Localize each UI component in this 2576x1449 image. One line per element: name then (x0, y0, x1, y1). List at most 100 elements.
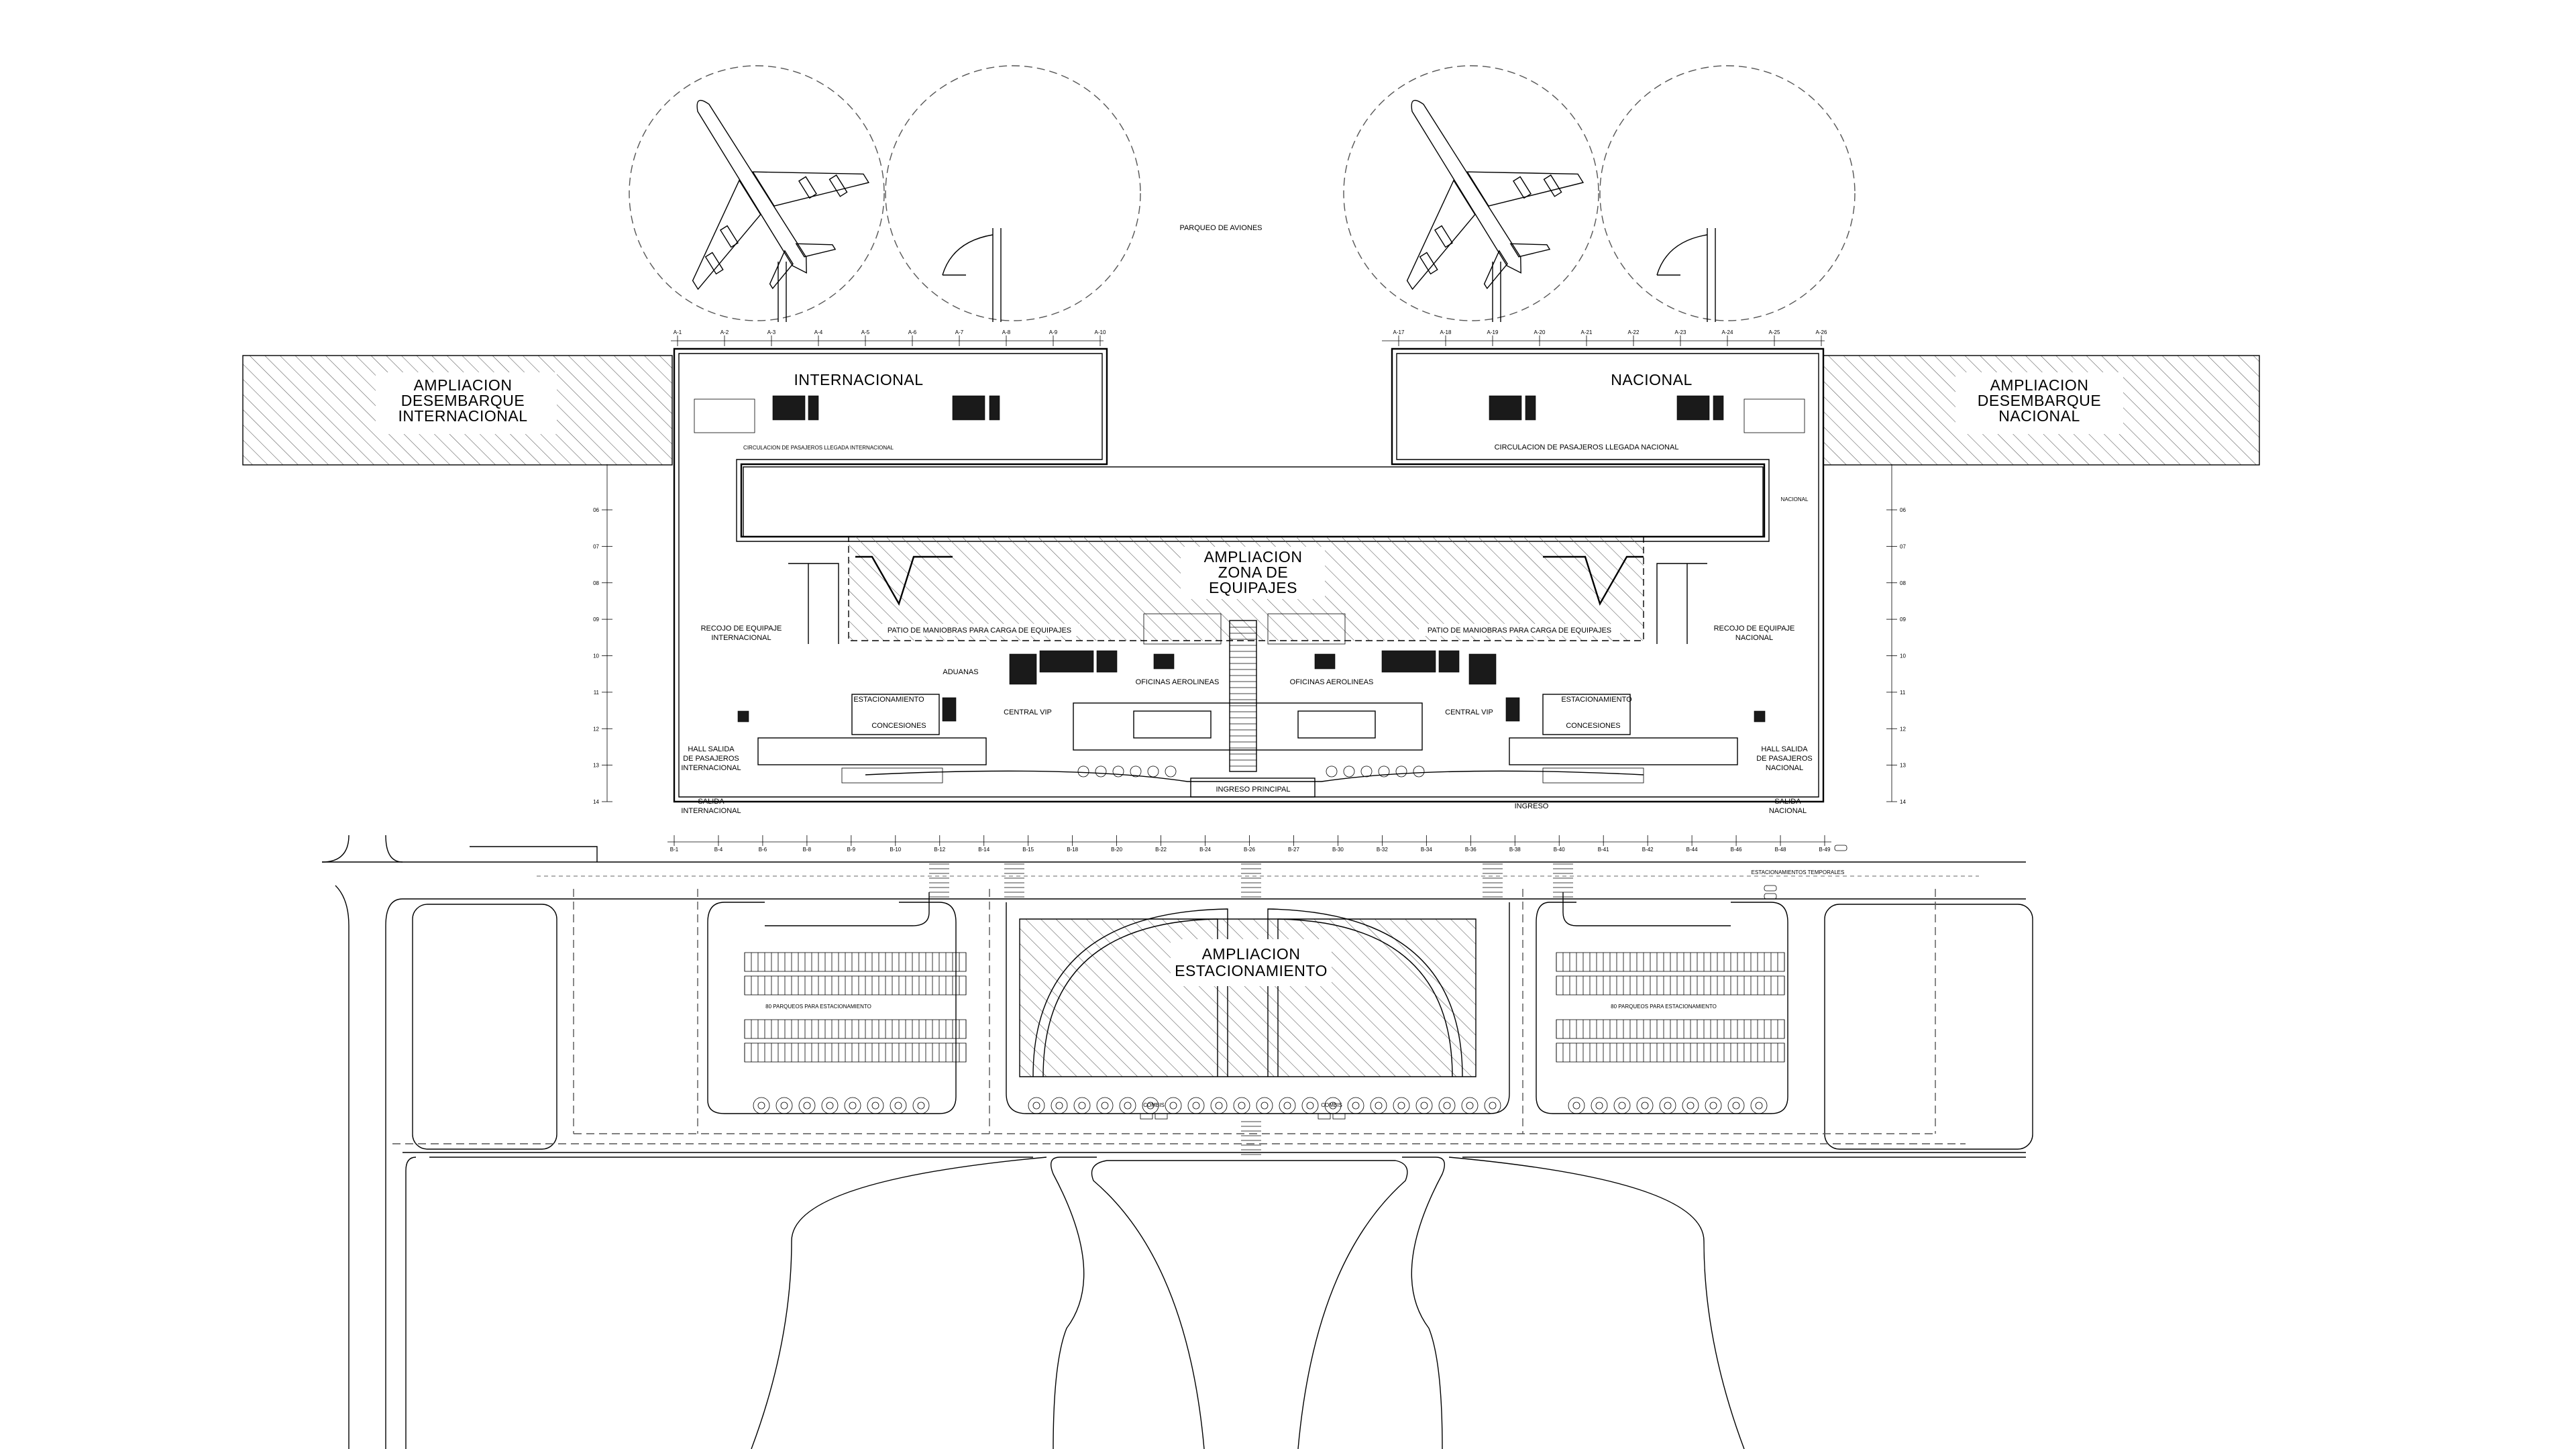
grid-label: B-44 (1686, 847, 1698, 853)
tree-icon (1727, 1097, 1745, 1114)
grid-label: 08 (593, 580, 599, 586)
hall-label: DE PASAJEROS (683, 755, 739, 763)
grid-label: A-7 (955, 329, 964, 335)
tree-icon (1682, 1097, 1699, 1114)
tree-icon (1461, 1097, 1479, 1114)
column (1077, 765, 1089, 777)
tree-icon (1613, 1097, 1631, 1114)
estacionamiento-label: ESTACIONAMIENTO (1561, 696, 1632, 704)
expansion-label: DESEMBARQUE (1978, 392, 2101, 409)
grid-label: B-34 (1421, 847, 1432, 853)
hall-label: NACIONAL (1766, 764, 1803, 772)
grid-label: B-1 (670, 847, 679, 853)
tree-icon (1393, 1097, 1410, 1114)
grid-label: A-23 (1675, 329, 1686, 335)
grid-label: 11 (1900, 690, 1906, 696)
expansion-label: ESTACIONAMIENTO (1175, 962, 1328, 979)
grid-label: 14 (593, 799, 599, 805)
grid-label: B-38 (1509, 847, 1521, 853)
column (1112, 765, 1124, 777)
tree-icon (1119, 1097, 1136, 1114)
expansion-label: EQUIPAJES (1209, 579, 1297, 596)
grid-label: B-9 (847, 847, 856, 853)
grid-label: B-18 (1067, 847, 1078, 853)
patio-label: PATIO DE MANIOBRAS PARA CARGA DE EQUIPAJ… (1428, 627, 1611, 635)
hall-label: DE PASAJEROS (1756, 755, 1813, 763)
tree-icon (867, 1097, 884, 1114)
grid-label: 07 (1900, 543, 1906, 549)
roads-and-parking: ESTACIONAMIENTOS TEMPORALES 80 PARQUEOS … (321, 835, 2033, 1449)
expansion-label: NACIONAL (1998, 407, 2080, 425)
tree-icon (1659, 1097, 1676, 1114)
tree-icon (1484, 1097, 1501, 1114)
tree-icon (1256, 1097, 1273, 1114)
main-entrance-label: INGRESO PRINCIPAL (1216, 786, 1290, 794)
grid-label: 10 (1900, 653, 1906, 659)
hall-label: INTERNACIONAL (681, 764, 741, 772)
grid-label: B-40 (1554, 847, 1565, 853)
grid-label: A-26 (1816, 329, 1827, 335)
expansion-label: AMPLIACION (414, 376, 513, 394)
oficinas-label: OFICINAS AEROLINEAS (1290, 678, 1374, 686)
vehicle-icon (1834, 845, 1847, 851)
estacionamiento-label: ESTACIONAMIENTO (853, 696, 924, 704)
grid-label: B-30 (1332, 847, 1344, 853)
tree-icon (1438, 1097, 1456, 1114)
grid-label: B-20 (1111, 847, 1122, 853)
vehicle-icon (1764, 893, 1777, 900)
salida-label: SALIDA (698, 798, 724, 806)
parking-count-label: 80 PARQUEOS PARA ESTACIONAMIENTO (765, 1004, 871, 1010)
tree-icon (912, 1097, 930, 1114)
grid-label: B-22 (1155, 847, 1167, 853)
expansion-zona-equipajes: AMPLIACION ZONA DE EQUIPAJES PATIO DE MA… (848, 536, 1644, 641)
tree-icon (798, 1097, 816, 1114)
expansion-label: ZONA DE (1218, 564, 1288, 581)
oficinas-label: OFICINAS AEROLINEAS (1136, 678, 1220, 686)
grid-label: B-49 (1819, 847, 1831, 853)
grid-label: B-32 (1377, 847, 1388, 853)
tree-icon (1210, 1097, 1228, 1114)
grid-label: B-42 (1642, 847, 1654, 853)
grid-label: A-24 (1722, 329, 1733, 335)
tree-icon (890, 1097, 907, 1114)
aircraft-parking-label: PARQUEO DE AVIONES (1179, 224, 1262, 232)
concesiones-label: CONCESIONES (1566, 722, 1620, 730)
expansion-label: DESEMBARQUE (401, 392, 525, 409)
grid-label: A-22 (1628, 329, 1640, 335)
tree-icon (1415, 1097, 1433, 1114)
recojo-label: INTERNACIONAL (711, 634, 771, 642)
tree-icon (844, 1097, 861, 1114)
grid-label: B-12 (934, 847, 945, 853)
circulation-label: CIRCULACION DE PASAJEROS LLEGADA NACIONA… (1495, 443, 1679, 451)
grid-label: 08 (1900, 580, 1906, 586)
tree-icon (1096, 1097, 1114, 1114)
grid-label: B-14 (978, 847, 989, 853)
patio-label: PATIO DE MANIOBRAS PARA CARGA DE EQUIPAJ… (888, 627, 1071, 635)
salida-label: INTERNACIONAL (681, 807, 741, 815)
grid-label: B-41 (1598, 847, 1609, 853)
tree-icon (1347, 1097, 1364, 1114)
airplane-icon (692, 99, 870, 290)
baggage-conveyor (788, 555, 1707, 644)
salida-label: NACIONAL (1769, 807, 1807, 815)
column (1395, 765, 1407, 777)
tree-icon (1591, 1097, 1608, 1114)
grid-label: A-10 (1095, 329, 1106, 335)
grid-label: B-24 (1199, 847, 1211, 853)
column (1326, 765, 1338, 777)
tree-icon (1051, 1097, 1068, 1114)
column (1360, 765, 1373, 777)
tree-icon (1028, 1097, 1045, 1114)
grid-label: B-46 (1731, 847, 1742, 853)
tree-icon (753, 1097, 770, 1114)
airplane-icon (1406, 99, 1585, 290)
tree-icon (1370, 1097, 1387, 1114)
grid-label: B-4 (714, 847, 723, 853)
grid-label: 09 (1900, 616, 1906, 623)
grid-label: A-25 (1769, 329, 1780, 335)
expansion-estacionamiento: AMPLIACION ESTACIONAMIENTO (1019, 908, 1477, 1077)
column (1343, 765, 1355, 777)
